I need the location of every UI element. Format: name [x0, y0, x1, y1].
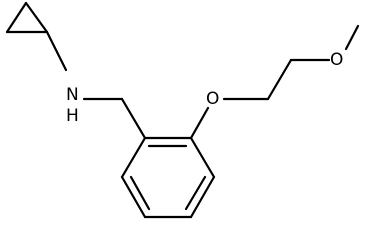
bond-cp-2: [5, 1, 28, 34]
ring-bond-2: [189, 136, 216, 179]
bond-ch2a-ch2b: [266, 58, 293, 101]
bond-o-ch3: [344, 24, 360, 51]
ether-oxygen-text: O: [206, 89, 219, 109]
bond-cp-n: [45, 30, 68, 72]
ring-bond-5: [120, 175, 147, 219]
amine-h-text: H: [66, 106, 79, 126]
methoxy-oxygen-text: O: [330, 50, 343, 70]
bond-cp-3: [24, 1, 49, 34]
amine-n-text: N: [66, 85, 79, 105]
ring-double-3: [129, 175, 151, 211]
bond-ch2-ring: [120, 97, 147, 140]
ring-bond-3: [189, 175, 216, 219]
bond-ring-o: [189, 106, 210, 140]
ring-bond-6: [120, 136, 147, 179]
cyclopropyl-ring: [5, 1, 49, 34]
benzene-ring: [120, 136, 216, 219]
ring-double-2: [184, 175, 207, 211]
chemical-structure-diagram: N H O O: [5, 1, 360, 219]
amine-label: N H: [66, 85, 79, 126]
